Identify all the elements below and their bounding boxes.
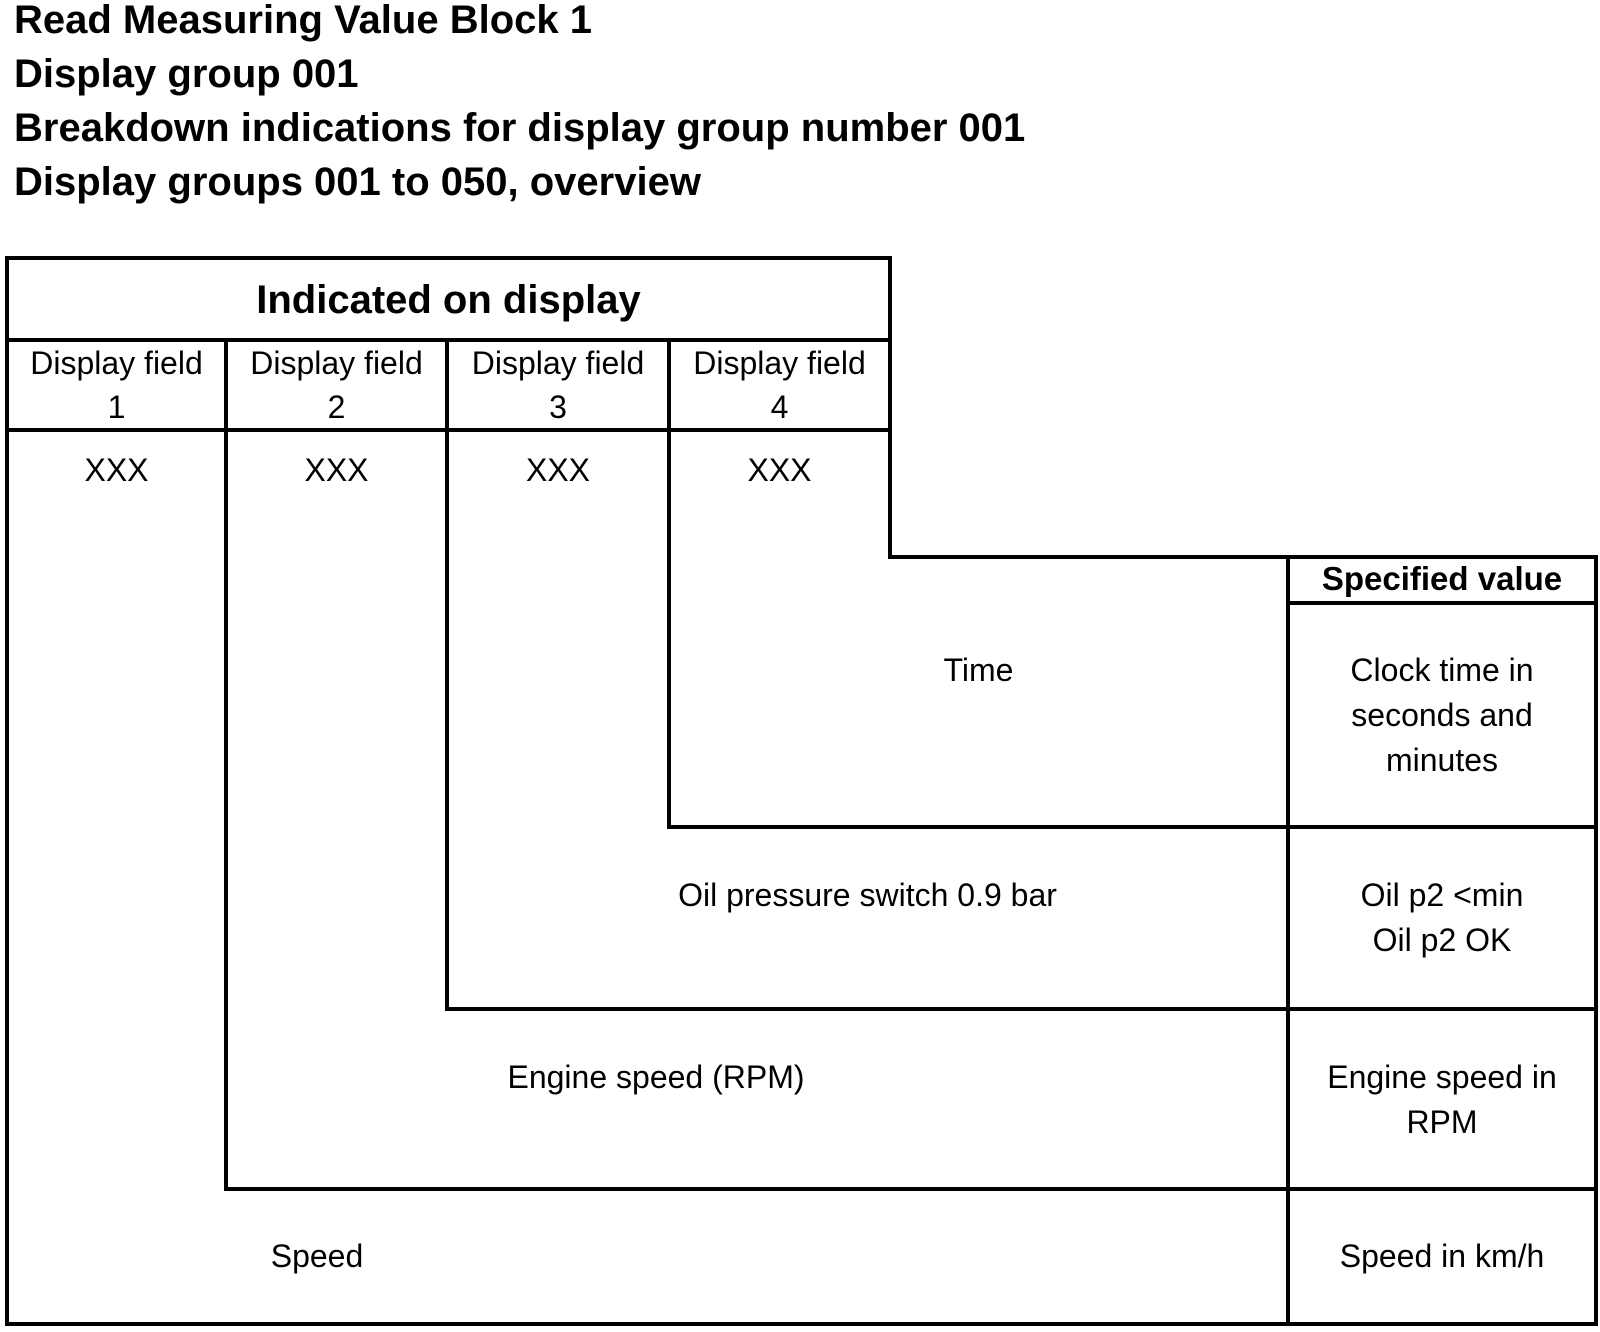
- spec-line: Clock time in: [1350, 652, 1534, 688]
- page-title: Read Measuring Value Block 1: [14, 0, 592, 42]
- field-3-bracket: [445, 338, 1290, 1011]
- field-number: 4: [770, 389, 789, 425]
- display-field-4-header: Display field 4: [669, 341, 890, 429]
- display-field-3-value: XXX: [525, 452, 591, 488]
- display-field-2-header: Display field 2: [226, 341, 447, 429]
- spec-line: Oil p2 <min: [1360, 877, 1524, 913]
- field-label: Display field: [30, 345, 203, 381]
- field-label: Display field: [250, 345, 423, 381]
- row-label-speed: Speed: [270, 1238, 364, 1274]
- field-2-bracket: [224, 338, 1290, 1191]
- indicated-on-display-header: Indicated on display: [256, 278, 641, 322]
- specified-value-header: Specified value: [1321, 560, 1563, 597]
- display-field-3-header: Display field 3: [447, 341, 669, 429]
- field-label: Display field: [693, 345, 866, 381]
- display-field-4-value: XXX: [747, 452, 812, 488]
- spec-value-time: Clock time in seconds and minutes: [1288, 648, 1596, 783]
- spec-line: minutes: [1385, 742, 1499, 778]
- breakdown-title: Breakdown indications for display group …: [14, 106, 1026, 150]
- spec-line: Engine speed in: [1327, 1059, 1557, 1095]
- spec-value-oil-pressure: Oil p2 <min Oil p2 OK: [1288, 873, 1596, 963]
- display-field-2-value: XXX: [304, 452, 369, 488]
- display-field-1-header: Display field 1: [7, 341, 226, 429]
- row-label-engine-speed: Engine speed (RPM): [507, 1059, 805, 1095]
- field-number: 2: [327, 389, 346, 425]
- overview-title: Display groups 001 to 050, overview: [14, 160, 701, 204]
- spec-line: Speed in km/h: [1339, 1238, 1545, 1274]
- spec-line: RPM: [1406, 1104, 1478, 1140]
- spec-value-engine-speed: Engine speed in RPM: [1288, 1055, 1596, 1145]
- display-group-title: Display group 001: [14, 52, 359, 96]
- spec-value-speed: Speed in km/h: [1288, 1234, 1596, 1279]
- row-label-time: Time: [943, 652, 1014, 688]
- row-label-oil-pressure: Oil pressure switch 0.9 bar: [678, 877, 1057, 913]
- field-number: 3: [549, 389, 567, 425]
- spec-line: seconds and: [1351, 697, 1533, 733]
- spec-line: Oil p2 OK: [1372, 922, 1512, 958]
- outer-frame: [5, 256, 1598, 1326]
- field-4-bracket: [667, 338, 1290, 829]
- display-field-1-value: XXX: [84, 452, 149, 488]
- field-label: Display field: [471, 345, 645, 381]
- field-number: 1: [107, 389, 126, 425]
